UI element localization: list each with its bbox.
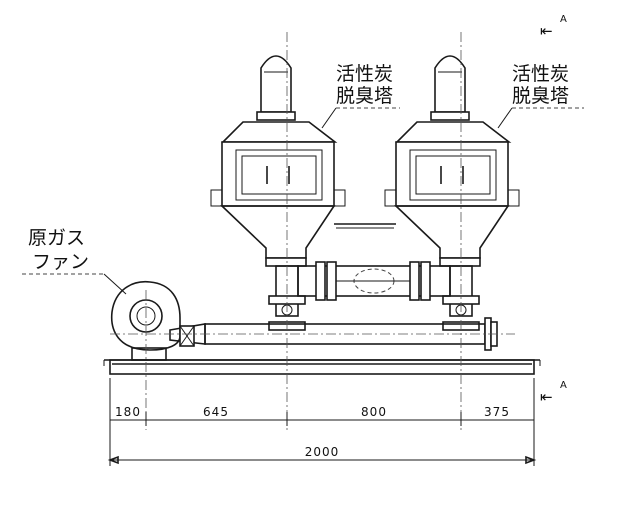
center-lines — [110, 32, 515, 430]
left-deodorizing-tower — [210, 55, 346, 331]
left-tower-label-line2: 脱臭塔 — [336, 85, 393, 107]
dim-645: 645 — [203, 405, 229, 419]
section-mark-top-letter: A — [560, 14, 567, 25]
left-tower-dome — [260, 55, 292, 113]
section-mark-bottom-letter: A — [560, 380, 567, 391]
section-mark-top: A ⇤ — [540, 14, 567, 40]
dim-180: 180 — [115, 405, 141, 419]
section-mark-bottom: A ⇤ — [540, 380, 567, 406]
left-tower-hopper — [220, 205, 336, 259]
left-tower-label-line1: 活性炭 — [336, 63, 393, 85]
fan-label-line2: ファン — [32, 251, 89, 273]
section-mark-bottom-arrow-icon: ⇤ — [540, 388, 553, 406]
left-tower-cap — [221, 121, 338, 143]
dimension-lines — [107, 378, 537, 466]
right-tower-body — [395, 141, 509, 207]
cross-over-duct — [297, 223, 451, 301]
fan-casing — [110, 281, 181, 351]
right-tower-dome — [434, 55, 466, 113]
fan-label: 原ガス ファン — [22, 227, 127, 295]
right-deodorizing-tower — [384, 55, 520, 331]
right-tower-label: 活性炭 脱臭塔 — [497, 63, 584, 129]
left-tower-body — [221, 141, 335, 207]
base-frame — [103, 359, 541, 375]
dim-800: 800 — [361, 405, 387, 419]
section-mark-top-arrow-icon: ⇤ — [540, 22, 553, 40]
raw-gas-fan — [110, 281, 195, 361]
dim-total-2000: 2000 — [305, 445, 340, 459]
fan-label-line1: 原ガス — [28, 227, 85, 249]
right-tower-label-line1: 活性炭 — [512, 63, 569, 85]
dim-375: 375 — [484, 405, 510, 419]
right-tower-label-line2: 脱臭塔 — [512, 85, 569, 107]
left-tower-label: 活性炭 脱臭塔 — [321, 63, 400, 129]
left-tower-flange — [256, 111, 296, 121]
